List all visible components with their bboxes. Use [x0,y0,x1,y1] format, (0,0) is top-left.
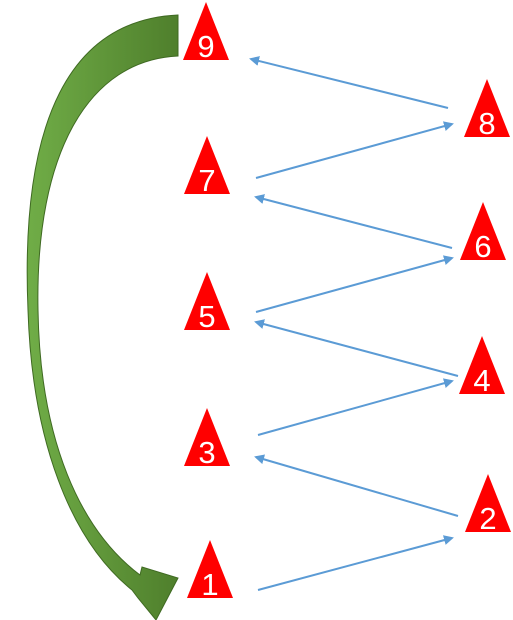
marker-triangle-icon [464,79,510,137]
marker-triangle-icon [187,540,233,598]
marker-triangle-icon [183,2,229,60]
marker-label: 6 [474,229,491,264]
marker-7: 7 [184,136,230,198]
marker-label: 1 [201,567,218,602]
marker-label: 5 [198,299,215,334]
marker-triangle-icon [460,202,506,260]
marker-4: 4 [459,336,505,398]
arrow-8-to-9 [249,56,449,109]
marker-triangle-icon [184,408,230,466]
arrow-2-to-3 [254,454,459,517]
markers: 1 2 3 4 5 6 7 8 9 [183,2,511,602]
marker-triangle-icon [184,272,230,330]
marker-triangle-icon [184,136,230,194]
marker-5: 5 [184,272,230,334]
arrow-7-to-8 [255,121,454,179]
marker-triangle-icon [459,336,505,394]
arrow-5-to-6 [255,255,454,313]
marker-label: 2 [479,501,496,536]
arrow-6-to-7 [254,194,453,249]
marker-label: 7 [198,163,215,198]
connection-arrows [249,56,459,591]
marker-label: 9 [197,29,214,64]
arrow-4-to-5 [254,319,459,377]
arrow-1-to-2 [257,535,454,591]
arrow-3-to-4 [257,378,454,436]
marker-1: 1 [187,540,233,602]
marker-9: 9 [183,2,229,64]
marker-3: 3 [184,408,230,470]
marker-label: 4 [473,363,490,398]
marker-triangle-icon [465,474,511,532]
marker-2: 2 [465,474,511,536]
marker-label: 3 [198,435,215,470]
marker-8: 8 [464,79,510,141]
marker-label: 8 [478,106,495,141]
marker-6: 6 [460,202,506,264]
return-curved-arrow [26,14,179,620]
